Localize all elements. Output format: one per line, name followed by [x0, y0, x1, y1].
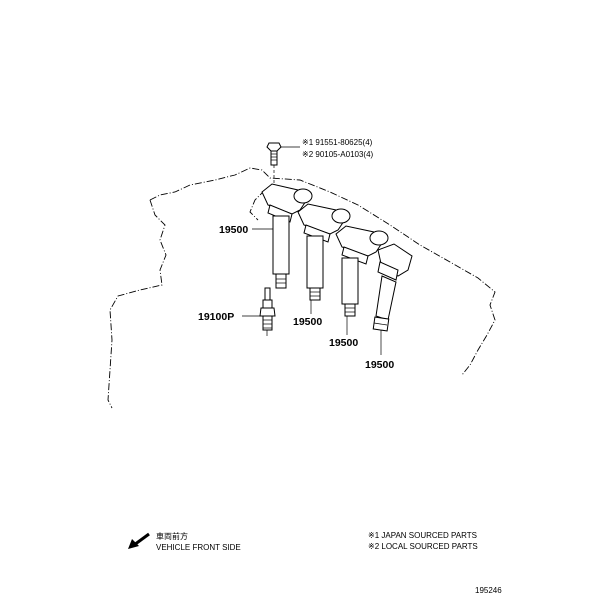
bolt-part-number-2[interactable]: ※2 90105-A0103(4) — [302, 150, 374, 159]
front-direction-arrow-icon — [128, 532, 150, 549]
direction-label-jp: 車両前方 — [156, 531, 188, 541]
coil-part-number-2[interactable]: 19500 — [293, 316, 322, 328]
direction-label-en: VEHICLE FRONT SIDE — [156, 543, 241, 552]
legend-note-1: ※1 JAPAN SOURCED PARTS — [368, 531, 477, 540]
legend-note-2: ※2 LOCAL SOURCED PARTS — [368, 542, 478, 551]
bolt-icon[interactable] — [266, 142, 282, 188]
ignition-coil-3[interactable] — [335, 225, 389, 317]
coil-part-number-4[interactable]: 19500 — [365, 359, 394, 371]
ignition-coil-1[interactable] — [261, 183, 313, 289]
ignition-coil-4[interactable] — [372, 243, 413, 332]
coil-part-number-3[interactable]: 19500 — [329, 337, 358, 349]
spark-plug-part-number[interactable]: 19100P — [198, 311, 234, 323]
bolt-part-number-1[interactable]: ※1 91551-80625(4) — [302, 138, 373, 147]
spark-plug-icon[interactable] — [259, 287, 276, 336]
leader-lines — [242, 228, 382, 355]
engine-head-outline — [107, 167, 496, 409]
ignition-coil-2[interactable] — [297, 203, 351, 301]
coil-part-number-1[interactable]: 19500 — [219, 224, 248, 236]
drawing-number: 195246 — [475, 586, 502, 595]
